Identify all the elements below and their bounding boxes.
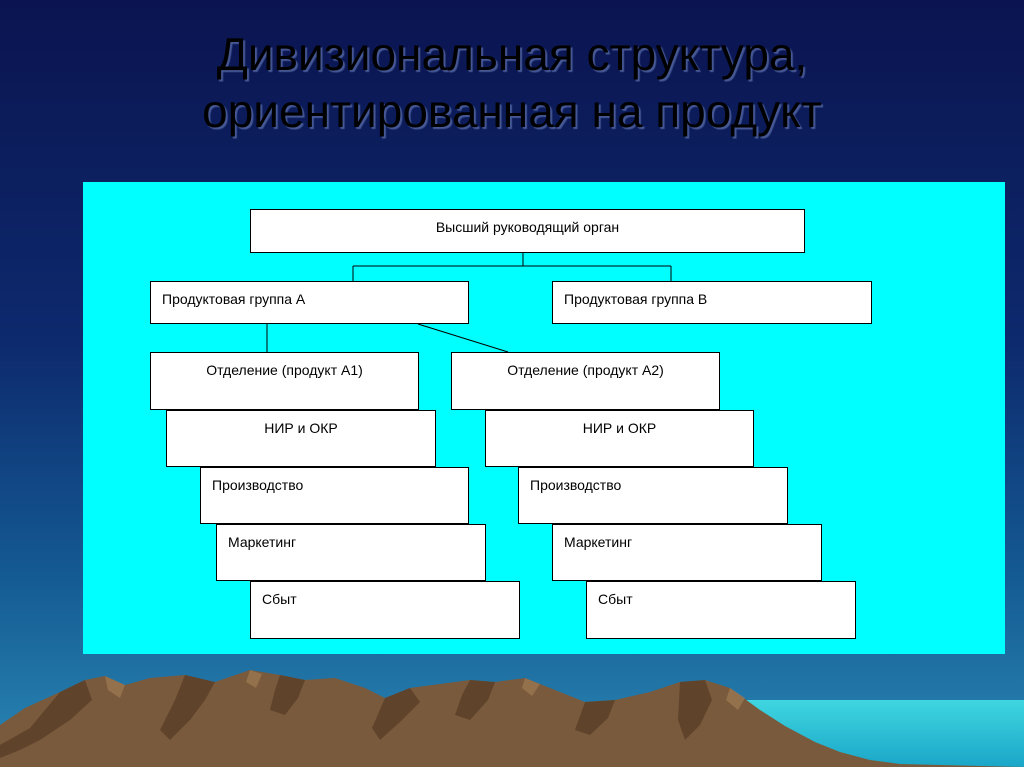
product-group-b-box: Продуктовая группа В [552,281,872,324]
product-group-a-box: Продуктовая группа А [150,281,469,324]
mountain-shadows [0,675,712,758]
rnd-b-box: НИР и ОКР [485,410,754,467]
mountain-range [0,670,1024,767]
rnd-a-box: НИР и ОКР [166,410,436,467]
top-management-label: Высший руководящий орган [435,219,620,235]
top-management-box: Высший руководящий орган [250,209,805,253]
diagram-panel: Высший руководящий орган Продуктовая гру… [83,182,1005,654]
production-b-box: Производство [518,467,788,524]
rnd-b-label: НИР и ОКР [582,420,657,436]
division-a2-label: Отделение (продукт А2) [507,362,664,378]
marketing-b-label: Маркетинг [564,534,633,550]
production-a-label: Производство [212,477,304,493]
marketing-b-box: Маркетинг [552,524,822,581]
sales-a-box: Сбыт [250,581,520,639]
marketing-a-label: Маркетинг [228,534,297,550]
title-line-2: ориентированная на продукт [202,85,822,137]
product-group-a-label: Продуктовая группа А [162,291,306,307]
sales-b-box: Сбыт [586,581,856,639]
connector-lines [266,253,672,353]
connector-to-a2 [417,323,509,353]
slide-title: Дивизиональная структура, ориентированна… [0,26,1024,140]
division-a1-label: Отделение (продукт А1) [206,362,363,378]
title-line-1: Дивизиональная структура, [216,28,808,80]
division-a2-box: Отделение (продукт А2) [451,352,720,410]
sales-a-label: Сбыт [262,591,297,607]
production-a-box: Производство [200,467,469,524]
product-group-b-label: Продуктовая группа В [564,291,708,307]
sales-b-label: Сбыт [598,591,633,607]
production-b-label: Производство [530,477,622,493]
mountain-landscape [0,670,1024,767]
rnd-a-label: НИР и ОКР [264,420,338,436]
marketing-a-box: Маркетинг [216,524,486,581]
division-a1-box: Отделение (продукт А1) [150,352,419,410]
